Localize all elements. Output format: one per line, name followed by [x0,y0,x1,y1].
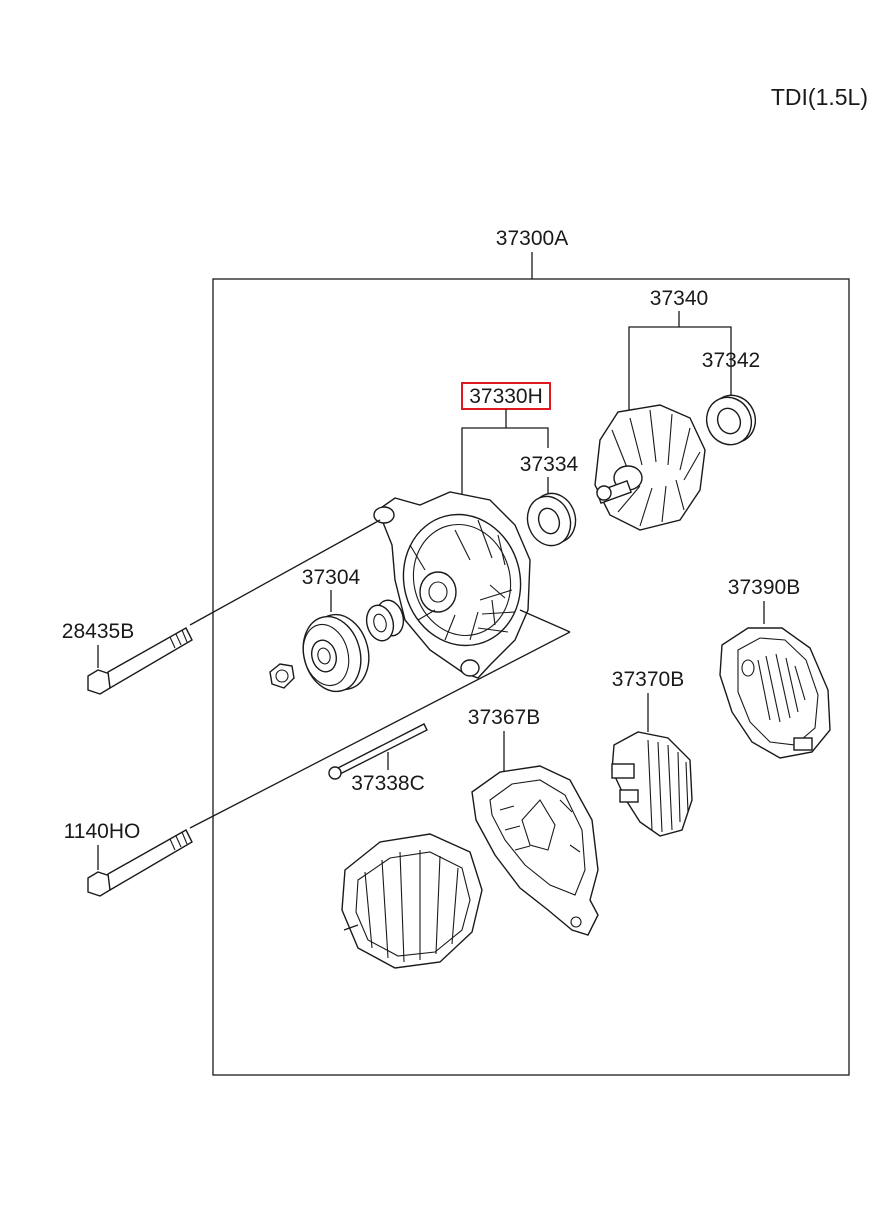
front-bracket-leader [461,427,549,498]
bolt-guide-lower [189,631,571,829]
label-37390B[interactable]: 37390B [728,576,800,599]
label-37304[interactable]: 37304 [302,566,361,589]
label-37334[interactable]: 37334 [520,453,579,476]
label-37340[interactable]: 37340 [650,287,708,310]
label-37342[interactable]: 37342 [702,349,760,372]
rotor-part[interactable] [594,404,706,531]
regulator-part[interactable] [611,731,693,837]
label-37300A[interactable]: 37300A [496,227,568,250]
pulley-nut-part[interactable] [269,663,295,689]
through-bolt-upper-part[interactable] [87,627,193,695]
spacer-collar-part[interactable] [363,597,407,644]
label-37330H[interactable]: 37330H [469,385,543,408]
stator-part[interactable] [341,833,483,969]
stud-bolt-part[interactable] [328,723,428,780]
label-1140HO[interactable]: 1140HO [64,820,141,843]
rear-cover-part[interactable] [719,627,831,759]
bracket-guide [519,609,571,633]
engine-title: TDI(1.5L) [771,84,868,110]
label-37370B[interactable]: 37370B [612,668,684,691]
through-bolt-lower-part[interactable] [87,829,193,897]
pulley-part[interactable] [295,608,377,698]
assembly-frame [212,278,850,1076]
rotor-bearing-part[interactable] [699,388,763,452]
front-bracket-part[interactable] [373,491,535,679]
front-bearing-part[interactable] [521,487,583,551]
label-28435B[interactable]: 28435B [62,620,134,643]
label-37338C[interactable]: 37338C [351,772,425,795]
bolt-guide-upper [189,519,381,626]
rotor-bracket-leader [628,326,732,420]
rectifier-part[interactable] [471,765,599,936]
label-37367B[interactable]: 37367B [468,706,540,729]
